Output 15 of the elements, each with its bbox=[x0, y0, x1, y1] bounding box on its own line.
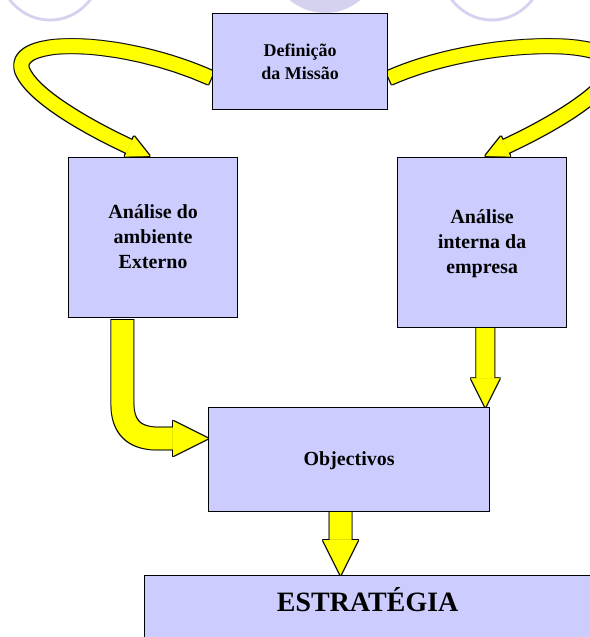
process-box bbox=[397, 157, 567, 328]
box-label: ESTRATÉGIA bbox=[276, 586, 458, 620]
block-arrow bbox=[111, 320, 208, 456]
process-box bbox=[208, 407, 490, 512]
box-label: Análise interna da empresa bbox=[436, 205, 528, 280]
process-box bbox=[212, 13, 388, 110]
box-label: Definição da Missão bbox=[260, 39, 340, 84]
process-box bbox=[68, 157, 238, 318]
block-arrow bbox=[386, 39, 590, 157]
block-arrow bbox=[470, 328, 500, 407]
block-arrow bbox=[322, 512, 358, 575]
box-label: Análise do ambiente Externo bbox=[107, 200, 199, 275]
block-arrow bbox=[14, 39, 214, 157]
process-box bbox=[144, 575, 590, 637]
box-label: Objectivos bbox=[303, 447, 395, 472]
